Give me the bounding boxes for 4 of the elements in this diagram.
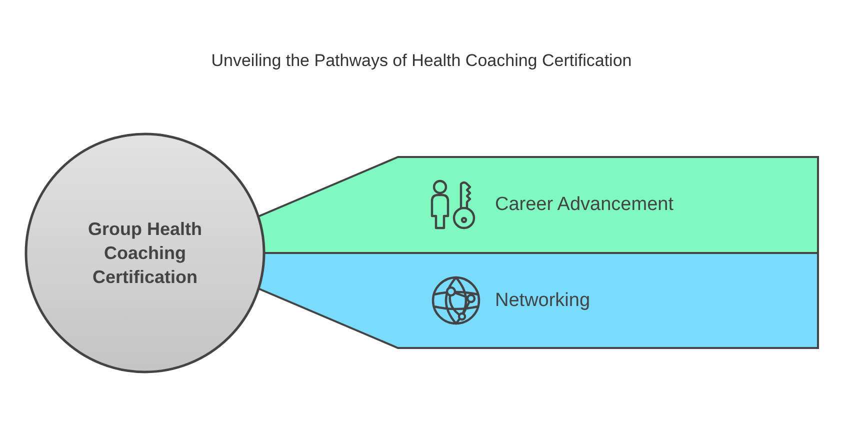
diagram-title: Unveiling the Pathways of Health Coaching Certification (210, 51, 633, 71)
node-label: Group Health Coaching Certification (86, 218, 203, 289)
node-label: Career Advancement (495, 194, 674, 216)
node-label: Networking (495, 290, 590, 312)
